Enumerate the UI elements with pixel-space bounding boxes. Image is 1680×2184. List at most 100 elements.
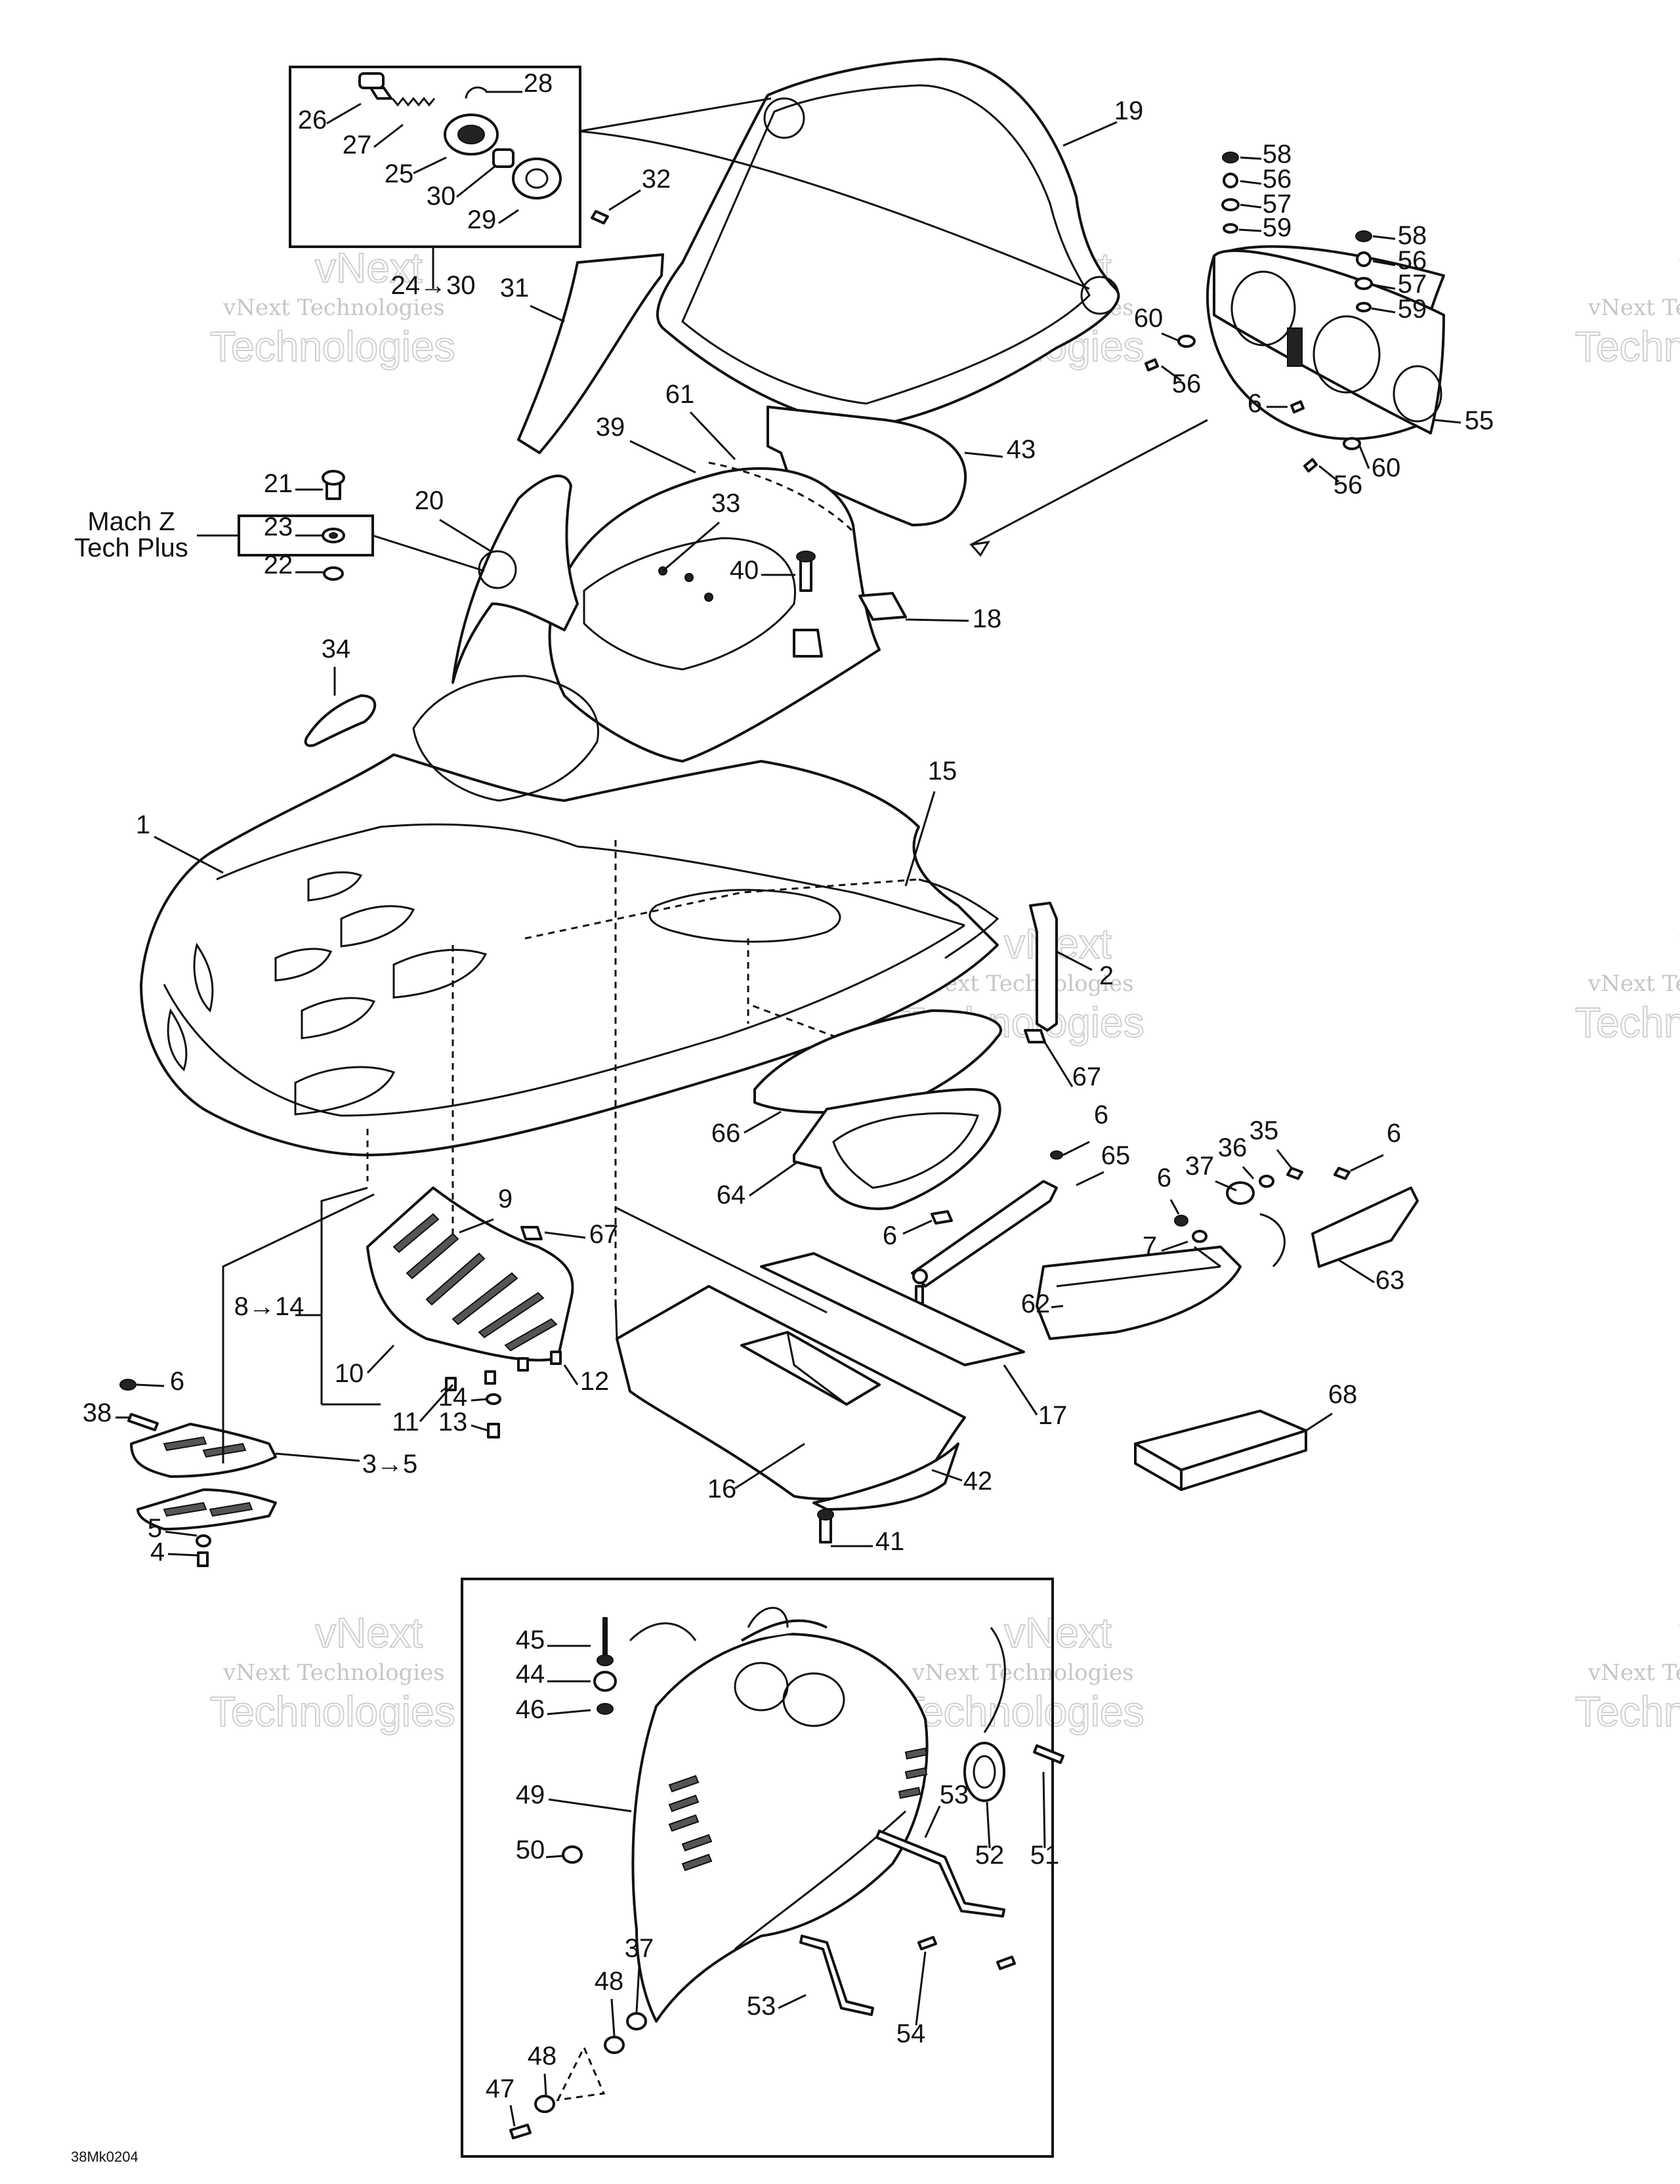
- part-32-screw: [591, 210, 609, 224]
- callout-number: 3→5: [362, 1450, 418, 1479]
- callout-number: 56: [1334, 471, 1363, 499]
- part-1-hood-body: [140, 675, 999, 1156]
- inset-lower-housing-box: [461, 1578, 1064, 2158]
- callout-leader: [326, 102, 362, 125]
- callout-number: 57: [1398, 270, 1427, 299]
- inset-frame: [461, 1578, 1054, 2158]
- callout-9: 9: [459, 1185, 513, 1234]
- callout-leader: [154, 835, 224, 874]
- part-42-rail: [812, 1442, 959, 1511]
- part-17-pad: [760, 1252, 1025, 1366]
- callout-number: 41: [875, 1527, 905, 1556]
- callout-24-30: 24→30: [391, 247, 476, 300]
- callout-number: 53: [747, 1992, 776, 2021]
- callout-33: 33: [662, 489, 740, 572]
- callout-number: 50: [516, 1836, 545, 1864]
- callout-leader: [1305, 1412, 1333, 1432]
- arrow-head: [969, 541, 990, 557]
- gauge-opening: [782, 1672, 845, 1727]
- housing-arrow: [629, 1622, 697, 1642]
- part-41-bolt: [817, 1509, 834, 1544]
- part-49-housing: [629, 1606, 1006, 2023]
- callout-54: 54: [896, 1951, 927, 2048]
- part-28-clip: [465, 86, 488, 99]
- callout-17: 17: [1003, 1364, 1067, 1430]
- callout-leader: [744, 1110, 782, 1134]
- callout-number: 44: [516, 1660, 545, 1689]
- housing-vents: [668, 1747, 928, 1872]
- callout-leader: [904, 791, 936, 887]
- hardware-37-47-48: [509, 2012, 647, 2139]
- callout-leader: [547, 1709, 591, 1715]
- callout-number: 6: [1387, 1119, 1401, 1148]
- callout-leader: [629, 440, 696, 474]
- callout-number: 48: [528, 2042, 557, 2070]
- callout-leader: [1161, 1240, 1188, 1252]
- callout-28: 28: [486, 69, 553, 98]
- callout-number: 45: [516, 1626, 545, 1654]
- detail-circle: [1080, 276, 1120, 315]
- leader-grille-bracket: [320, 1186, 368, 1312]
- callout-number: 55: [1465, 406, 1494, 435]
- callout-number: 64: [717, 1181, 746, 1209]
- watermark-text: vNext Technologies: [912, 1660, 1134, 1686]
- callout-number: 60: [1372, 453, 1401, 482]
- callout-27: 27: [343, 123, 404, 159]
- watermark-tech: Technologies: [1575, 1688, 1680, 1735]
- callout-25: 25: [385, 156, 447, 188]
- callout-number: 30: [427, 182, 456, 211]
- callout-number: 31: [500, 274, 530, 303]
- part-54-screws: [917, 1936, 1016, 1970]
- callout-1: 1: [136, 810, 224, 874]
- hood-louvres: [167, 871, 488, 1116]
- callout-leader: [1238, 228, 1262, 232]
- housing-arrow: [983, 1627, 1006, 1733]
- callout-number: 12: [580, 1367, 610, 1396]
- callout-leader: [1042, 1771, 1046, 1849]
- callout-56: 56: [1372, 246, 1427, 275]
- callout-number: 24→30: [391, 271, 476, 300]
- housing-arrow: [747, 1606, 789, 1628]
- callout-number: 6: [170, 1367, 184, 1396]
- hardware-4-6-38: [119, 1379, 211, 1567]
- callout-number: 40: [730, 556, 759, 585]
- callout-leader: [1372, 284, 1396, 290]
- callout-10: 10: [335, 1344, 395, 1388]
- callout-42: 42: [931, 1467, 992, 1496]
- part-65-support: [911, 1150, 1063, 1305]
- callout-6: 6: [1157, 1164, 1180, 1215]
- callout-68: 68: [1305, 1380, 1357, 1432]
- callout-number: 2: [1099, 961, 1114, 990]
- callout-31: 31: [500, 274, 565, 323]
- callout-67: 67: [544, 1220, 619, 1249]
- gauge-switch-slot: [1287, 327, 1303, 367]
- hardware-13-14: [486, 1393, 501, 1438]
- callout-57: 57: [1240, 190, 1292, 219]
- callout-46: 46: [516, 1695, 591, 1724]
- callout-2: 2: [1056, 950, 1114, 990]
- watermark-text: vNext Technologies: [1587, 1660, 1680, 1686]
- callout-leader: [275, 1452, 360, 1462]
- watermark-tech: Technologies: [1575, 323, 1680, 370]
- callout-6: 6: [883, 1219, 933, 1250]
- callout-18: 18: [905, 604, 1001, 633]
- callout-leader: [543, 2073, 547, 2095]
- leader-hood-footrest: [222, 1193, 375, 1463]
- part-52-bezel: [963, 1742, 1005, 1802]
- callout-6: 6: [1062, 1101, 1108, 1156]
- model-box-leader: [372, 534, 485, 572]
- hardware-44-46: [593, 1617, 617, 1715]
- part-63-plate: [1311, 1186, 1419, 1268]
- part-40-bolt: [793, 551, 823, 658]
- callout-leader: [563, 1364, 579, 1385]
- callout-leader: [366, 1344, 395, 1374]
- callout-41: 41: [831, 1527, 904, 1556]
- callout-20: 20: [415, 486, 492, 553]
- callout-6: 6: [1248, 389, 1288, 418]
- callout-number: 27: [343, 131, 372, 159]
- callout-number: 67: [589, 1220, 619, 1249]
- callout-number: 34: [322, 635, 351, 663]
- callout-leader: [905, 618, 969, 622]
- callout-51: 51: [1030, 1771, 1059, 1870]
- diagram-code: 38Mk0204: [71, 2149, 138, 2165]
